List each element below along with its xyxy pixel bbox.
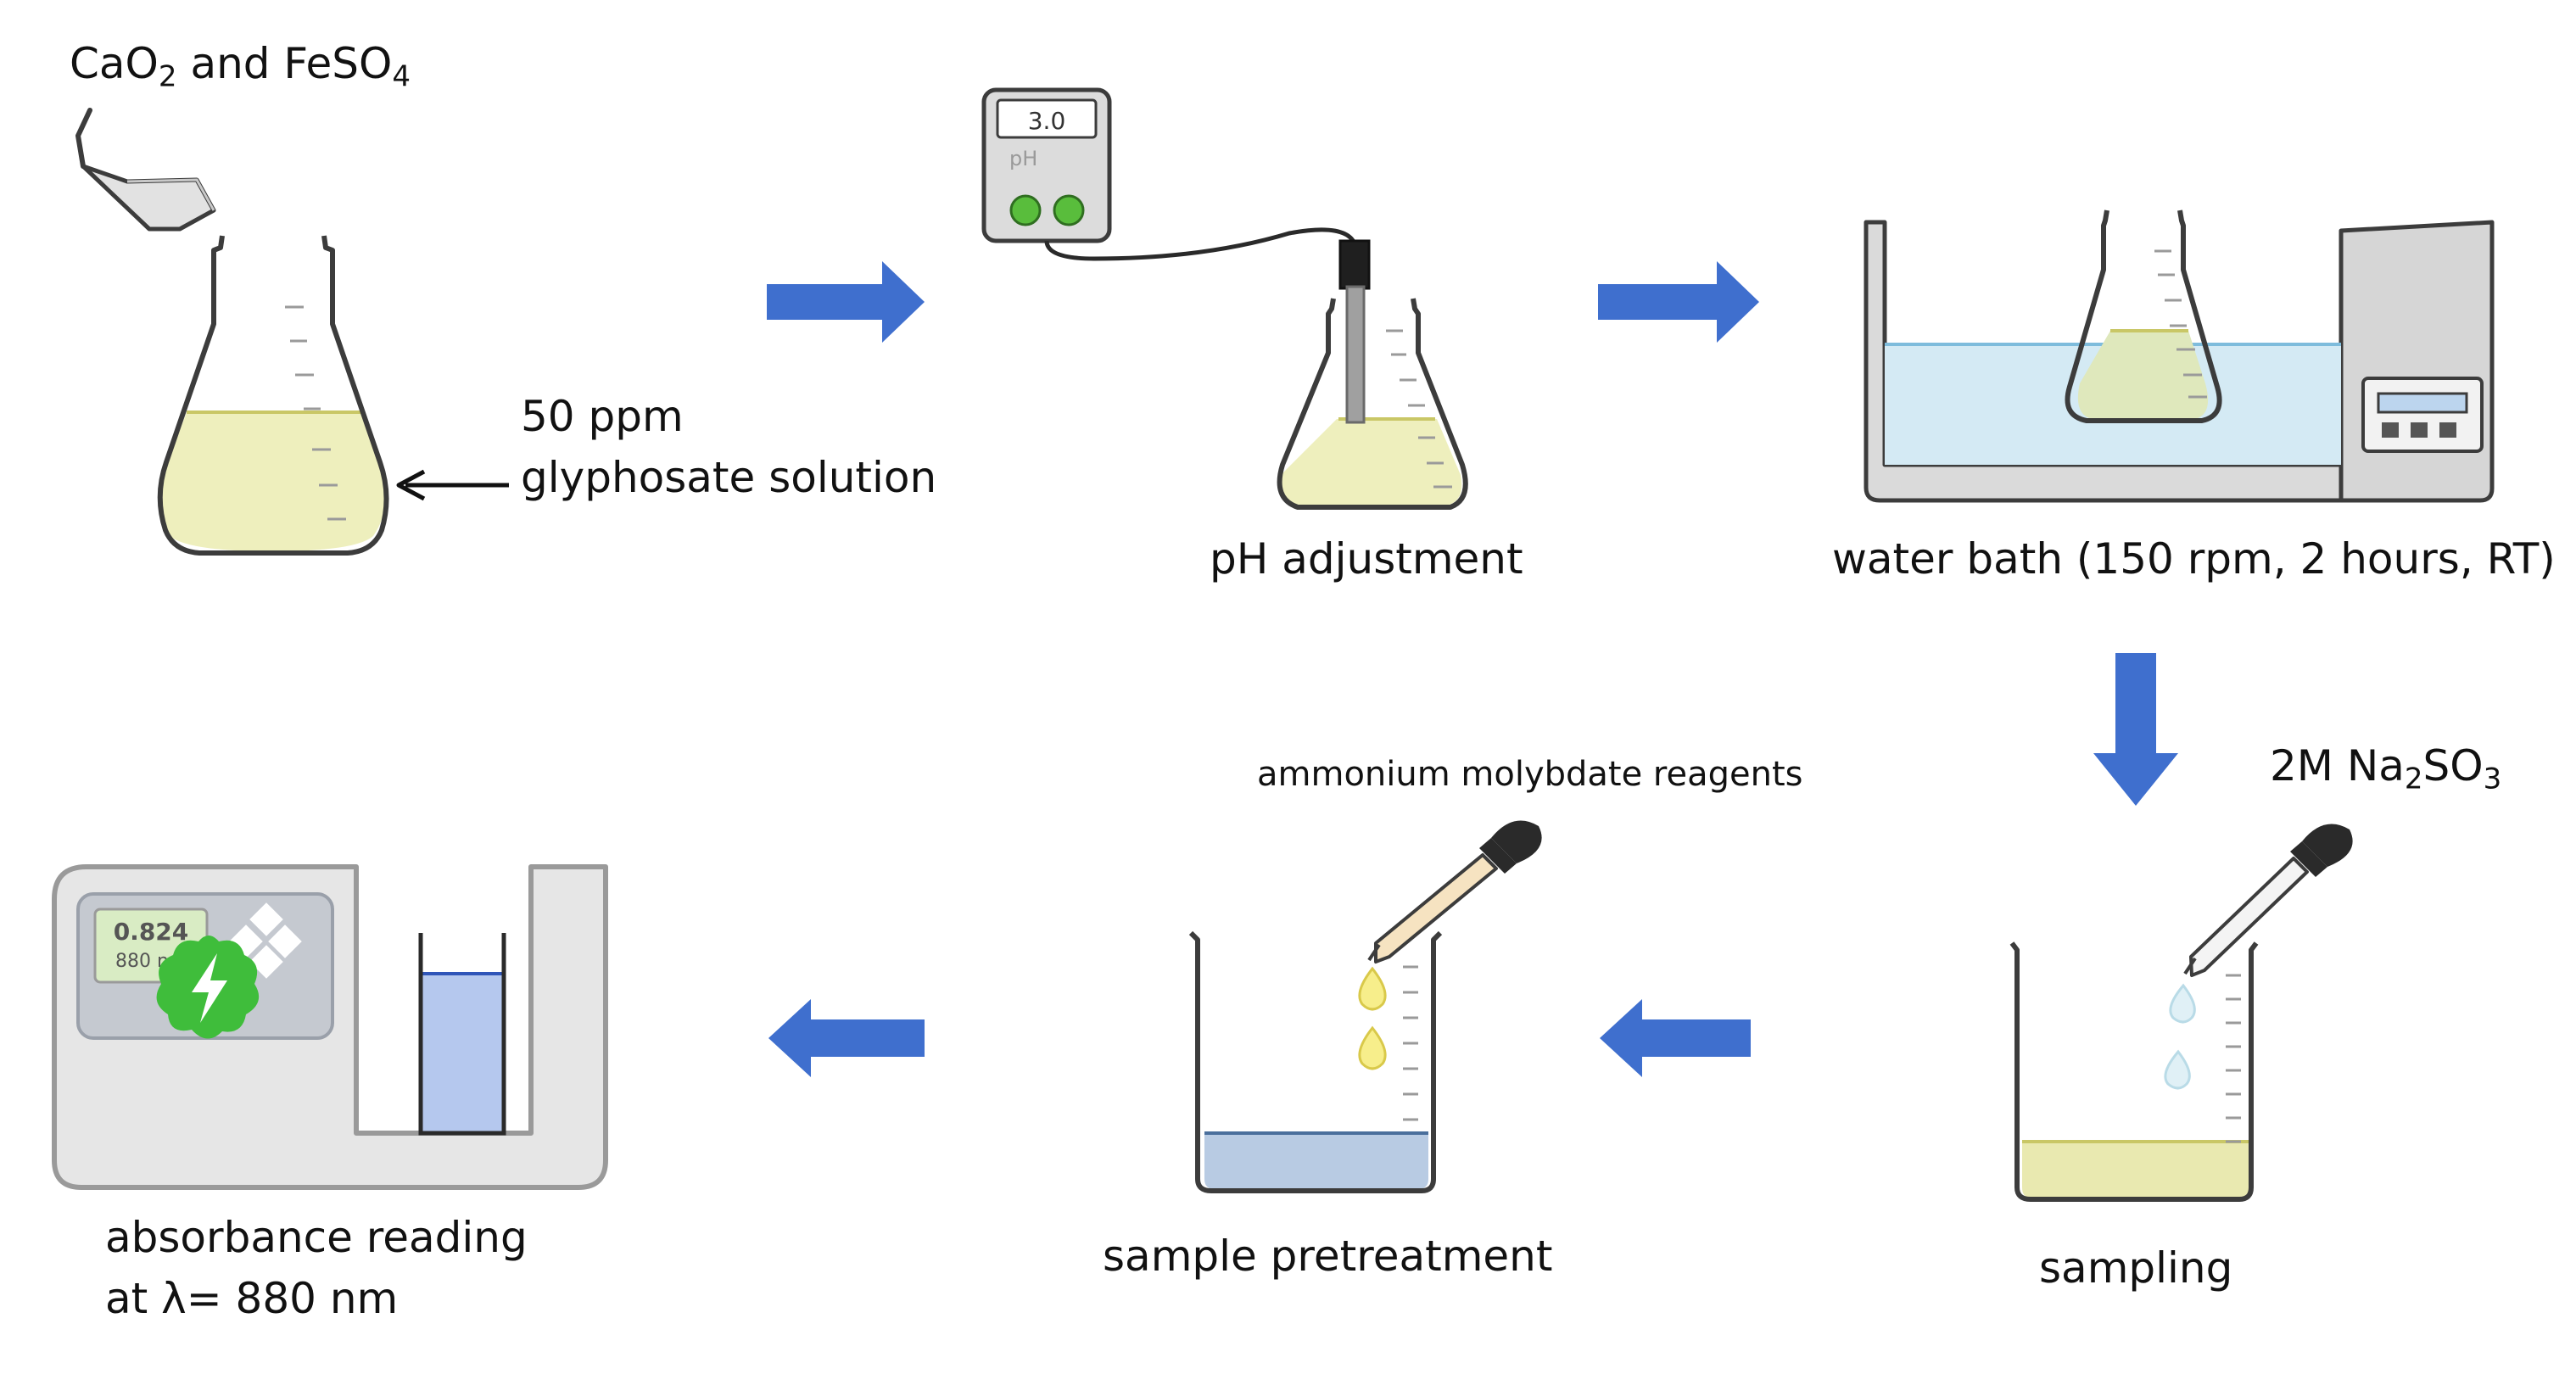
molybdate-label: ammonium molybdate reagents	[1257, 755, 1803, 794]
ph-unit-label: pH	[1009, 147, 1037, 170]
water-bath-label: water bath (150 rpm, 2 hours, RT)	[1832, 534, 2556, 584]
absorbance-value: 0.824	[114, 918, 189, 946]
absorbance-label-line1: absorbance reading	[105, 1213, 528, 1262]
ph-display	[996, 98, 1098, 139]
solution-label-line2: glyphosate solution	[521, 453, 937, 502]
ph-electrode	[1338, 239, 1371, 424]
absorbance-label-line2: at λ= 880 nm	[105, 1274, 399, 1323]
sampling-label: sampling	[2039, 1243, 2233, 1293]
molybdate-droplets	[1358, 966, 1387, 1070]
reagents-label: CaO2 and FeSO4	[70, 39, 411, 94]
ph-meter-button-right	[1053, 194, 1085, 226]
ph-display-value: 3.0	[1028, 107, 1066, 135]
solution-pointer-arrow	[396, 469, 509, 501]
process-arrow-left-1	[1600, 999, 1751, 1077]
ph-meter: 3.0 pH	[981, 87, 1112, 243]
solution-label-line1: 50 ppm	[521, 392, 684, 441]
process-arrow-right-1	[767, 261, 925, 343]
energy-icon	[156, 936, 260, 1039]
reagent-scoop	[75, 108, 216, 232]
erlenmeyer-flask-glyphosate	[157, 235, 389, 556]
process-arrow-left-2	[768, 999, 925, 1077]
spectrophotometer: 0.824 880 nm	[52, 864, 608, 1190]
dropper-molybdate	[1367, 820, 1542, 963]
process-arrow-right-2	[1598, 261, 1759, 343]
sulfite-droplets	[2164, 983, 2196, 1090]
dropper-sulfite	[2183, 824, 2353, 977]
pretreatment-beaker	[1188, 930, 1443, 1193]
process-arrow-down	[2093, 653, 2178, 806]
erlenmeyer-flask-ph	[1277, 298, 1468, 510]
pretreatment-label: sample pretreatment	[1103, 1232, 1553, 1281]
sulfite-label: 2M Na2SO3	[2270, 741, 2502, 796]
ph-probe-cable	[1044, 227, 1358, 261]
erlenmeyer-flask-water-bath	[2065, 209, 2222, 423]
ph-meter-button-left	[1009, 194, 1042, 226]
ph-adjustment-label: pH adjustment	[1210, 534, 1523, 584]
sampling-beaker	[2009, 941, 2259, 1202]
